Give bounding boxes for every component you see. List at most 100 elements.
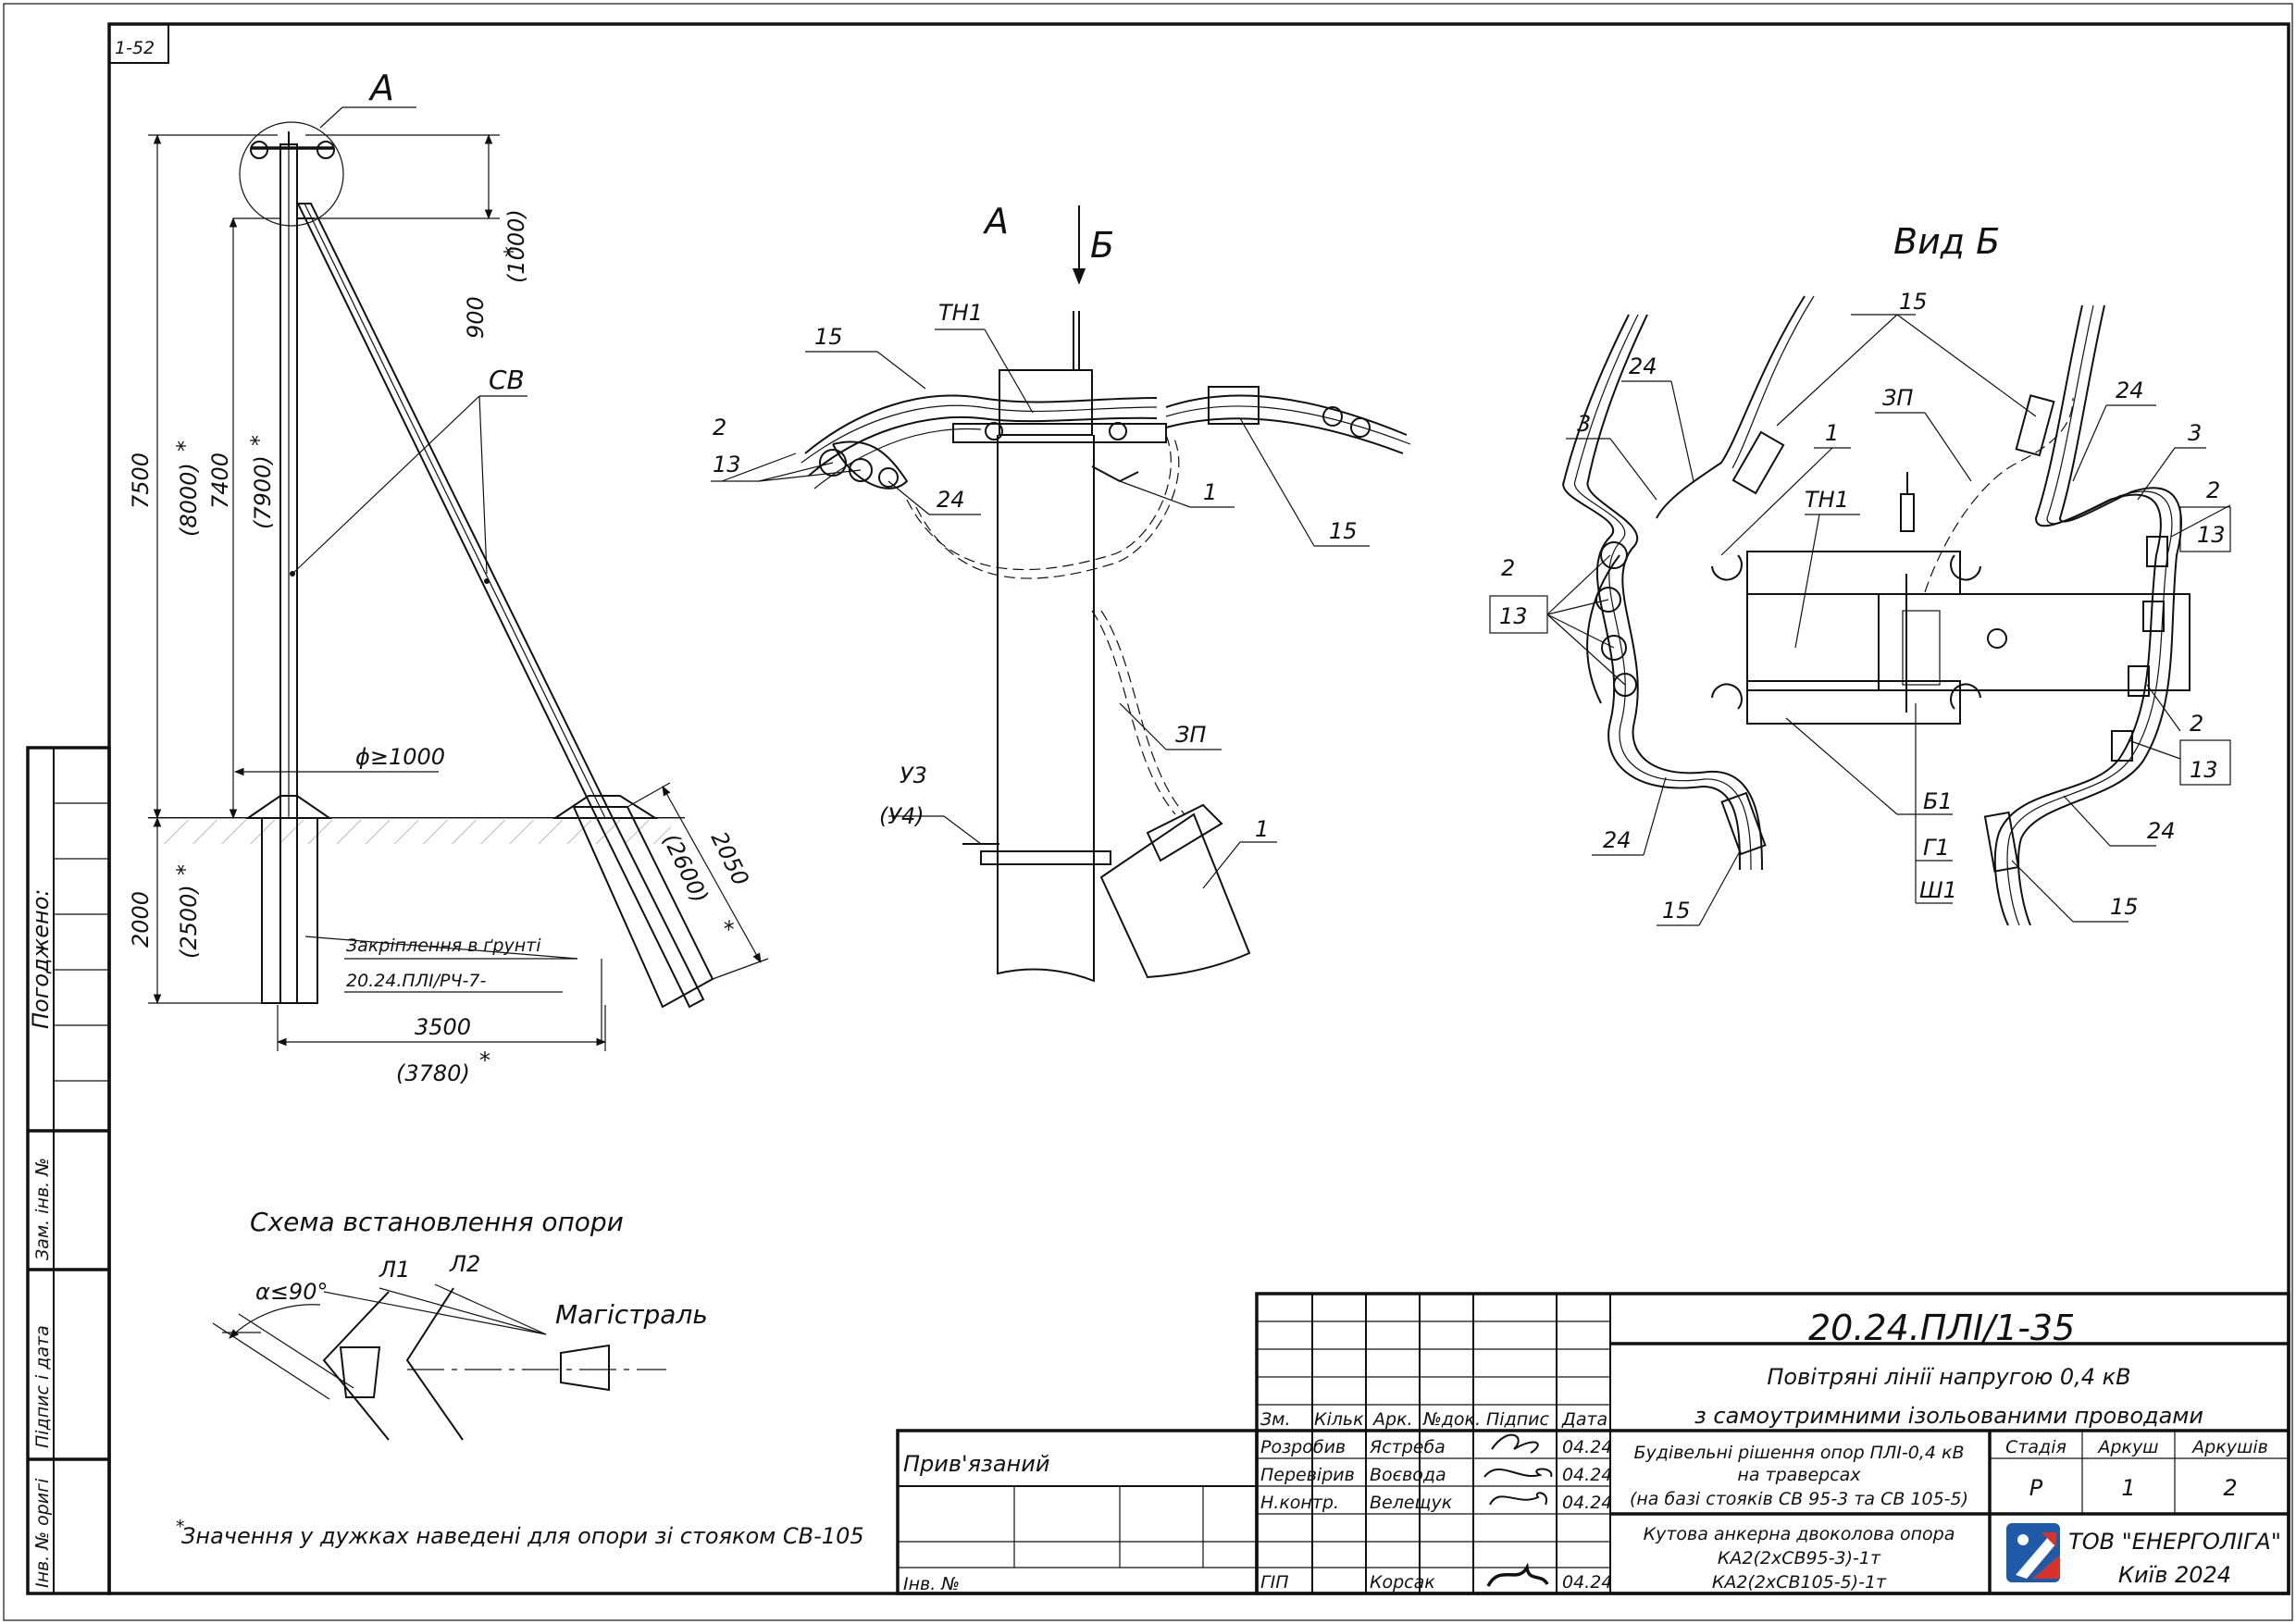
detail-a-title: А [982,201,1009,242]
vb-24-bl: 24 [1603,827,1632,853]
dim-7400: 7400 [207,452,233,509]
signature-2 [1483,1468,1553,1478]
signature-4 [1486,1562,1549,1587]
hdr-doc: №док. [1422,1409,1481,1430]
label-13: 13 [713,452,741,477]
hdr-qty: Кільк. [1314,1409,1370,1430]
row-date-2: 04.24 [1562,1465,1612,1485]
detail-a: А Б [711,201,1411,983]
company-logo [2006,1523,2060,1582]
title-line-1: Повітряні лінії напругою 0,4 кВ [1767,1364,2130,1390]
row-role-2: Перевірив [1260,1465,1355,1485]
stage-label: Стадія [2005,1437,2066,1457]
row-name-3: Велещук [1370,1493,1453,1513]
label-15b: 15 [1329,518,1358,544]
orig-inv-label: Інв. № оригі [32,1478,53,1588]
scheme-title: Схема встановлення опори [250,1207,624,1237]
row-name-4: Корсак [1370,1572,1435,1593]
row-name-2: Воєвода [1370,1465,1446,1485]
title-block: Зм. Кільк. Арк. №док. Підпис Дата Розроб… [896,1292,2290,1595]
vb-2-left: 2 [1501,555,1515,581]
row-date-1: 04.24 [1562,1437,1612,1457]
view-b: Вид Б [1489,221,2231,926]
star-3780: * [479,1048,490,1073]
drawing-3: КА2(2хСВ105-5)-1т [1712,1572,1887,1593]
scheme-l2: Л2 [449,1251,480,1277]
dim-2500: (2500) [176,885,202,959]
section-2: на траверсах [1737,1465,1861,1485]
vb-tn1: ТН1 [1805,487,1849,513]
dim-1000: (1000) [503,209,529,283]
label-24: 24 [937,487,965,513]
label-1b: 1 [1255,816,1269,842]
title-line-2: з самоутримними ізольованими проводами [1694,1403,2203,1429]
doc-code: 20.24.ПЛІ/1-35 [1808,1308,2075,1348]
dim-7500: 7500 [128,452,154,509]
sign-date-label: Підпис і дата [32,1325,53,1448]
label-u4: (У4) [879,803,925,829]
dim-2600: (2600) [658,829,714,907]
tied-label: Прив'язаний [903,1451,1049,1477]
side-stamp: Погоджено: Зам. інв. № Підпис і дата Інв… [26,746,111,1595]
label-15a: 15 [814,324,843,350]
label-zp: ЗП [1175,722,1206,748]
vb-zp: ЗП [1882,385,1913,411]
dim-3780: (3780) [396,1060,470,1086]
view-b-title: Вид Б [1893,221,2000,262]
inv-label: Інв. № [903,1574,960,1594]
star-1000: * [500,246,526,257]
ground-fix-code: 20.24.ПЛІ/РЧ-7- [346,971,486,991]
install-scheme: Схема встановлення опори α≤90° Л1 Л2 Маг… [212,1207,708,1441]
callout-a: А [367,68,394,108]
label-tn1: ТН1 [938,300,983,326]
dim-3500: 3500 [415,1014,471,1040]
vb-sh1: Ш1 [1919,877,1957,903]
vb-24-left: 24 [1629,353,1657,379]
signature-3 [1489,1492,1548,1506]
agreed-label: Погоджено: [28,889,54,1029]
dim-2000: 2000 [128,891,154,948]
vb-15-top: 15 [1899,289,1928,315]
row-role-3: Н.контр. [1260,1493,1339,1513]
vb-15-bl: 15 [1662,898,1691,924]
diameter-label: ϕ≥1000 [355,744,445,770]
pole-view: А 900 (1000) * 7500 (8000) * 7400 (7900)… [128,68,769,1086]
sheets-label: Аркушів [2191,1437,2268,1457]
footnote: Значення у дужках наведені для опори зі … [181,1523,864,1549]
dim-8000: (8000) [176,463,202,537]
signature-1 [1491,1433,1539,1454]
sheets-value: 2 [2223,1475,2237,1501]
hdr-zm: Зм. [1260,1409,1291,1430]
row-date-4: 04.24 [1562,1572,1612,1593]
star-2500: * [172,864,198,875]
dim-7900: (7900) [250,455,276,529]
dim-900: 900 [463,296,489,339]
company-name: ТОВ "ЕНЕРГОЛІГА" [2068,1529,2281,1555]
label-2: 2 [713,415,726,440]
drawing-2: КА2(2хСВ95-3)-1т [1718,1548,1881,1568]
vb-1: 1 [1825,420,1839,446]
vb-3-right: 3 [2188,420,2202,446]
vb-15-br: 15 [2110,894,2139,920]
dim-2050: 2050 [706,827,754,889]
vb-b1: Б1 [1923,788,1953,814]
vb-13-left: 13 [1499,603,1528,629]
city-year: Київ 2024 [2118,1562,2231,1588]
section-1: Будівельні рішення опор ПЛІ-0,4 кВ [1634,1443,1965,1463]
row-name-1: Ястреба [1369,1437,1446,1457]
vb-13-right-low: 13 [2190,757,2218,783]
sheet-value: 1 [2121,1475,2135,1501]
stage-value: Р [2029,1475,2043,1501]
scheme-l1: Л1 [379,1257,410,1283]
scheme-main: Магістраль [555,1299,708,1330]
row-date-3: 04.24 [1562,1493,1612,1513]
sheet-label: Аркуш [2096,1437,2158,1457]
drawing-1: Кутова анкерна двоколова опора [1644,1524,1955,1544]
star-2600: * [712,916,739,937]
star-7900: * [246,435,272,446]
arrow-b-label: Б [1090,225,1114,266]
star-8000: * [172,440,198,452]
vb-2-right: 2 [2206,477,2220,503]
sheet-code: 1-52 [115,38,155,58]
